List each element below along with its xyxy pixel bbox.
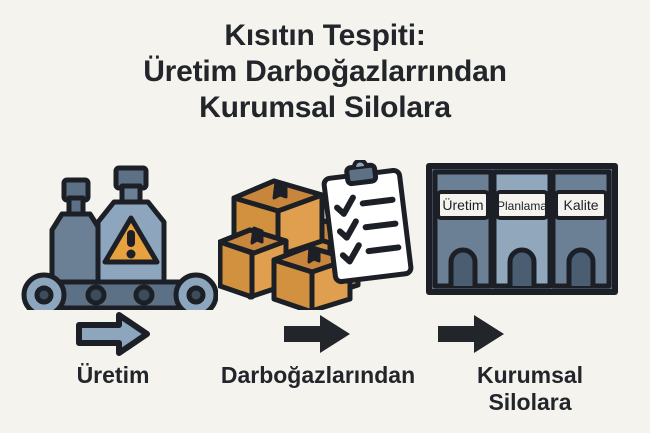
flow-step-silos: Kurumsal Silolara <box>430 310 630 416</box>
flow-step-bottleneck: Darboğazlarından <box>198 310 438 389</box>
corporate-silos-binders-icon: Üretim Planlama Kalite <box>425 160 635 310</box>
clipboard-checklist <box>334 194 402 265</box>
box-bottom-left <box>218 226 289 300</box>
flow-step-bottleneck-label: Darboğazlarından <box>220 362 416 388</box>
arrow-right-solid-icon <box>198 310 438 358</box>
flow-step-silos-label: Kurumsal Silolara <box>476 362 584 415</box>
flow-step-production-label: Üretim <box>76 362 150 388</box>
conveyor-belt-with-warning-icon <box>18 160 218 310</box>
binder-2-label-plate <box>495 190 549 220</box>
binder-2-thumb-hole <box>507 247 537 286</box>
arrow-right-outline-icon <box>28 310 198 358</box>
binder-1-label: Üretim <box>442 196 483 213</box>
binder-3-thumb-hole <box>566 247 596 286</box>
page-title-line-1: Kısıtın Tespiti: <box>224 19 426 52</box>
page-title-line-3: Kurumsal Silolara <box>199 91 451 124</box>
binder-3-label-plate <box>554 190 608 220</box>
arrow-right-solid-icon <box>430 310 630 358</box>
flow-step-production: Üretim <box>28 310 198 389</box>
illustration-row: Üretim Planlama Kalite <box>0 160 650 310</box>
binder-1-thumb-hole <box>448 247 478 286</box>
page-title-line-2: Üretim Darboğazlarrından <box>143 55 507 88</box>
binder-3-label: Kalite <box>563 197 598 213</box>
process-flow-row: Üretim Darboğazlarından Kurumsal Silolar… <box>0 310 650 433</box>
cardboard-boxes-with-clipboard-icon <box>218 160 418 310</box>
binder-2-label: Planlama <box>497 199 547 213</box>
exclamation-mark <box>126 230 136 259</box>
binder-1-label-plate <box>436 190 490 220</box>
clipboard <box>321 160 414 285</box>
page-title: Kısıtın Tespiti: Üretim Darboğazlarrında… <box>0 18 650 126</box>
